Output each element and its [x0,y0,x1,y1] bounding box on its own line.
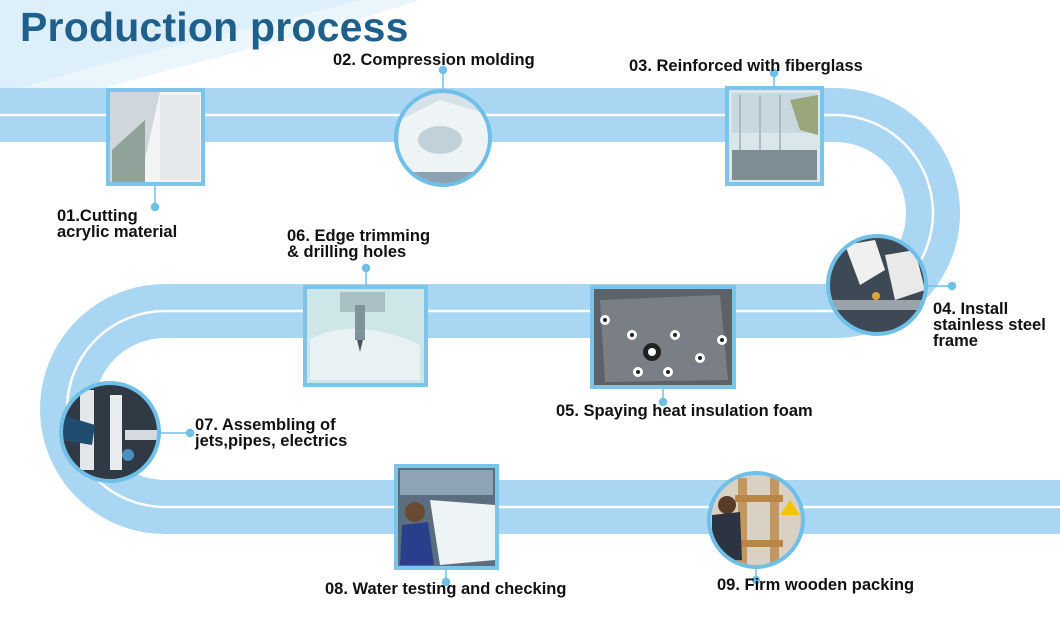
pipes-assembly-photo [59,381,161,483]
step-03-label: 03. Reinforced with fiberglass [629,57,863,75]
step-04-line-1: 04. Install [933,300,1009,318]
step-01-label: 01.Cutting acrylic material [57,207,178,241]
cnc-drill-photo [303,285,428,387]
step-06-label: 06. Edge trimming & drilling holes [287,227,431,261]
step-06-line-1: 06. Edge trimming [287,227,431,245]
step-05-line-1: 05. Spaying heat insulation foam [556,402,813,420]
step-06-line-2: & drilling holes [287,243,407,261]
step-08-label: 08. Water testing and checking [325,580,567,598]
step-09-label: 09. Firm wooden packing [717,576,915,594]
step-02-label: 02. Compression molding [333,51,535,69]
insulation-foam-jets-photo [590,285,736,389]
page-title: Production process [20,4,409,50]
step-04-line-2: stainless steel [933,316,1046,334]
step-07-line-1: 07. Assembling of [195,416,336,434]
step-04-line-3: frame [933,332,978,350]
step-01-line-1: 01.Cutting [57,207,138,225]
steel-frame-gloves-photo [826,234,928,336]
step-09-line-1: 09. Firm wooden packing [717,576,915,594]
step-07-line-2: jets,pipes, electrics [195,432,348,450]
background-swoosh [0,0,420,120]
step-08-line-1: 08. Water testing and checking [325,580,567,598]
wooden-crate-photo [707,471,805,569]
water-testing-worker-photo [394,464,499,570]
step-02-line-1: 02. Compression molding [333,51,535,69]
step-05-label: 05. Spaying heat insulation foam [556,402,813,420]
step-04-label: 04. Install stainless steel frame [933,300,1046,350]
acrylic-sheet-photo [106,88,205,186]
fiberglass-workshop-photo [725,86,824,186]
step-03-line-1: 03. Reinforced with fiberglass [629,57,863,75]
step-07-label: 07. Assembling of jets,pipes, electrics [195,416,348,450]
molded-spa-shell-photo [394,89,492,187]
step-01-line-2: acrylic material [57,223,178,241]
connectors [150,65,957,587]
